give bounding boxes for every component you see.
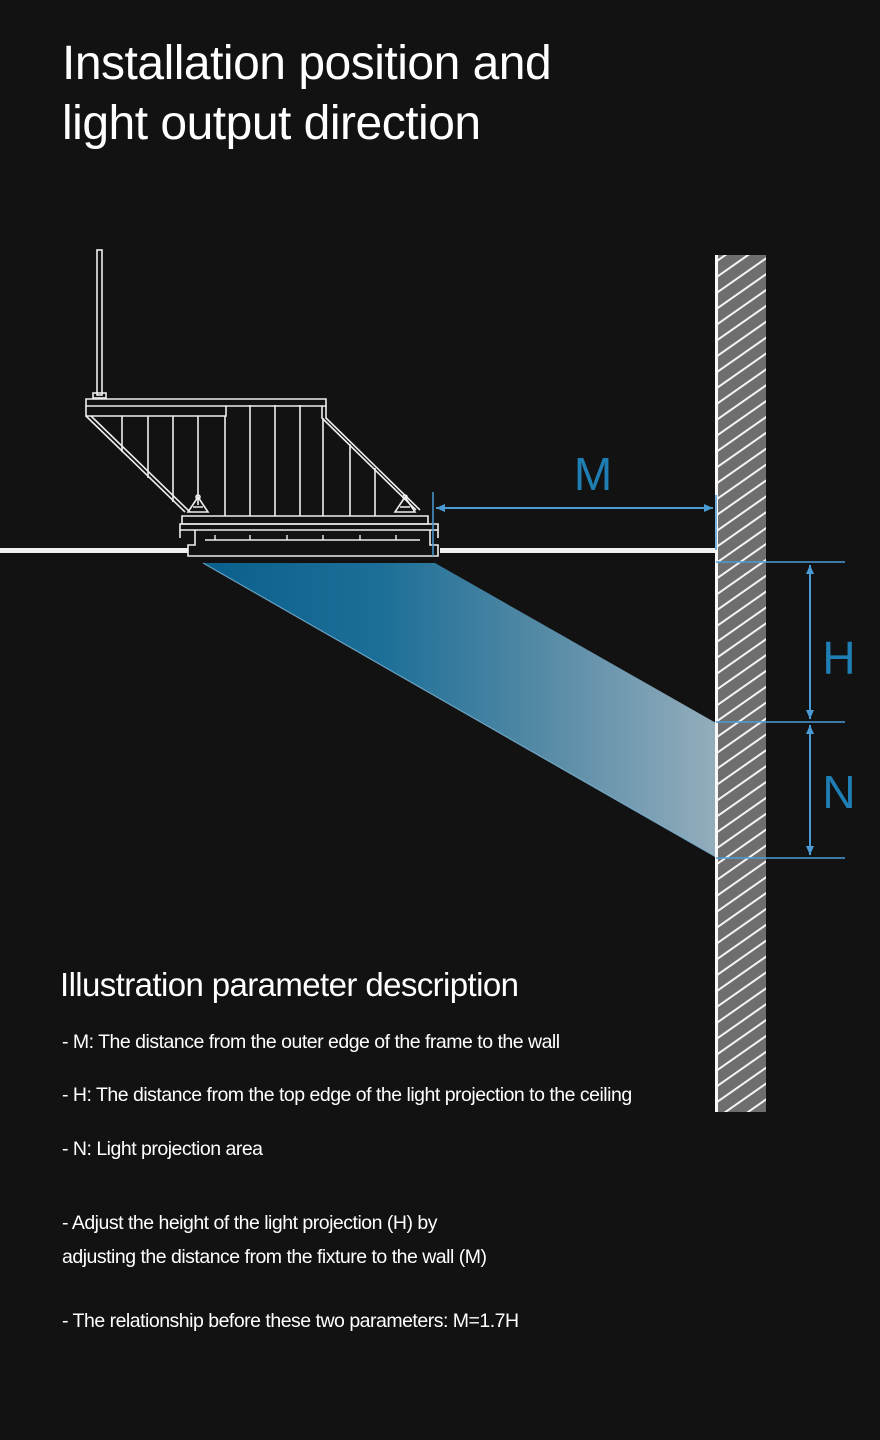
- page-title: Installation position and light output d…: [62, 34, 552, 154]
- dimension-h-n: [716, 561, 845, 859]
- dimension-m: M: [432, 448, 717, 556]
- label-m: M: [574, 448, 612, 500]
- description-item-n: - N: Light projection area: [62, 1138, 263, 1160]
- ceiling-line: [0, 548, 716, 553]
- adjust-note-line-1: - Adjust the height of the light project…: [62, 1212, 437, 1234]
- label-h: H: [822, 632, 855, 684]
- label-n: N: [822, 766, 855, 818]
- relationship-note: - The relationship before these two para…: [62, 1310, 519, 1332]
- wall: [715, 255, 766, 1112]
- description-item-h: - H: The distance from the top edge of t…: [62, 1084, 632, 1106]
- description-heading: Illustration parameter description: [60, 966, 519, 1003]
- description-item-m: - M: The distance from the outer edge of…: [62, 1031, 560, 1053]
- title-line-2: light output direction: [62, 97, 481, 150]
- title-line-1: Installation position and: [62, 37, 552, 90]
- light-fixture: [85, 249, 439, 557]
- adjust-note-line-2: adjusting the distance from the fixture …: [62, 1246, 487, 1268]
